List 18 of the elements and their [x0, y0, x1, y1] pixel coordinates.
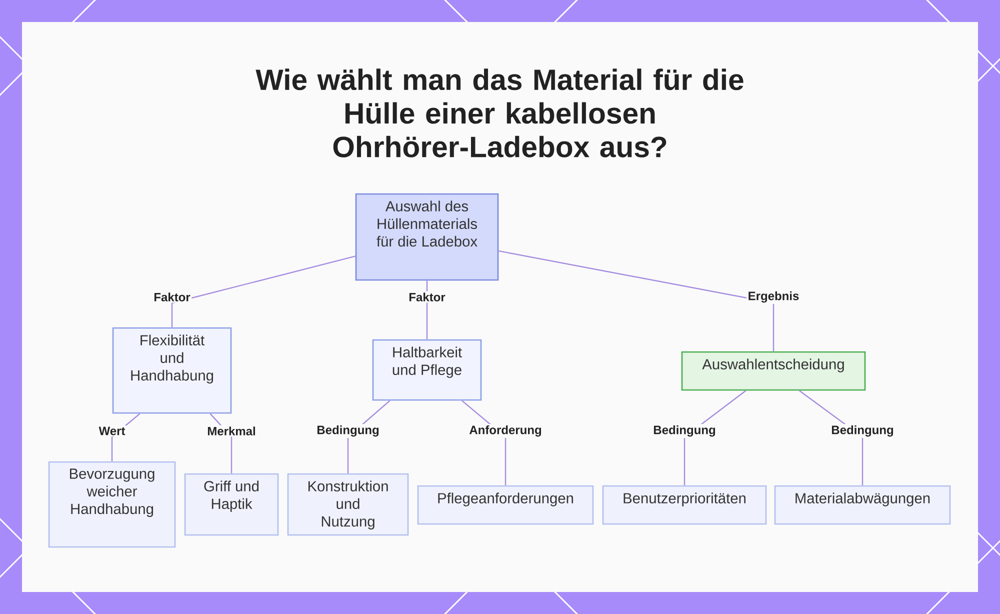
detail-box: Bevorzugung weicher Handhabung — [48, 461, 176, 548]
edge-label: Bedingung — [830, 424, 896, 438]
edge-label: Bedingung — [315, 424, 381, 438]
category-box: Flexibilität und Handhabung — [112, 327, 232, 414]
detail-box: Benutzerprioritäten — [602, 485, 767, 525]
detail-box: Griff und Haptik — [184, 473, 279, 536]
edge-label: Ergebnis — [746, 290, 800, 304]
connector — [498, 250, 774, 352]
detail-box: Konstruktion und Nutzung — [287, 473, 409, 536]
result-box: Auswahlentscheidung — [681, 351, 866, 391]
connector — [171, 256, 356, 328]
topic-box: Auswahl des Hüllenmaterials für die Ladebox — [355, 193, 499, 281]
detail-box: Materialabwägungen — [774, 485, 951, 525]
category-box: Haltbarkeit und Pflege — [372, 339, 482, 401]
title: Wie wählt man das Material für die Hülle einer kabellosen Ohrhörer-Ladebox aus? — [256, 68, 744, 158]
edge-label: Bedingung — [652, 424, 718, 438]
detail-box: Pflegeanforderungen — [417, 485, 594, 525]
edge-label: Anforderung — [468, 424, 544, 438]
